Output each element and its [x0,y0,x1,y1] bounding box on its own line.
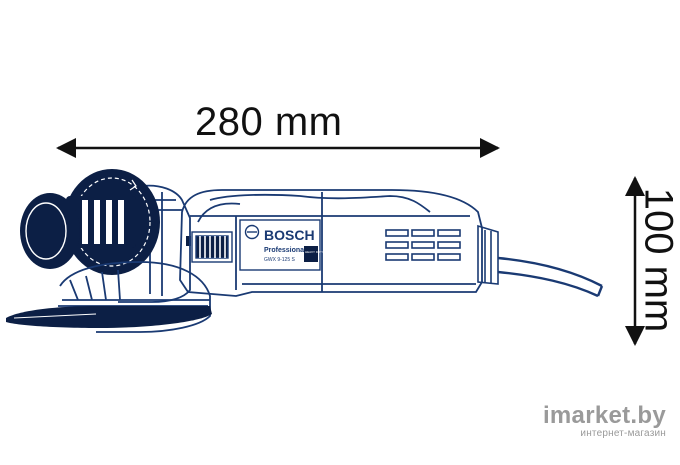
heavy-duty-badge [304,246,318,262]
cord-strain-relief [478,226,498,284]
ventilation-slots [386,230,460,260]
product-line-text: Professional [264,247,306,254]
model-text: GWX 9-125 S [264,257,296,263]
slide-switch [192,232,232,262]
watermark: imarket.by интернет-магазин [543,404,666,440]
watermark-logo: imarket.by [543,404,666,428]
watermark-subtitle: интернет-магазин [543,428,666,440]
heavy-duty-badge-text: HEAVY DUTY [305,250,324,254]
grinding-disc [6,306,212,328]
brand-logo-text: BOSCH [264,227,315,243]
length-dimension-label: 280 mm [195,100,343,145]
height-dimension-label: 100 mm [636,188,680,333]
power-cord [498,258,602,296]
